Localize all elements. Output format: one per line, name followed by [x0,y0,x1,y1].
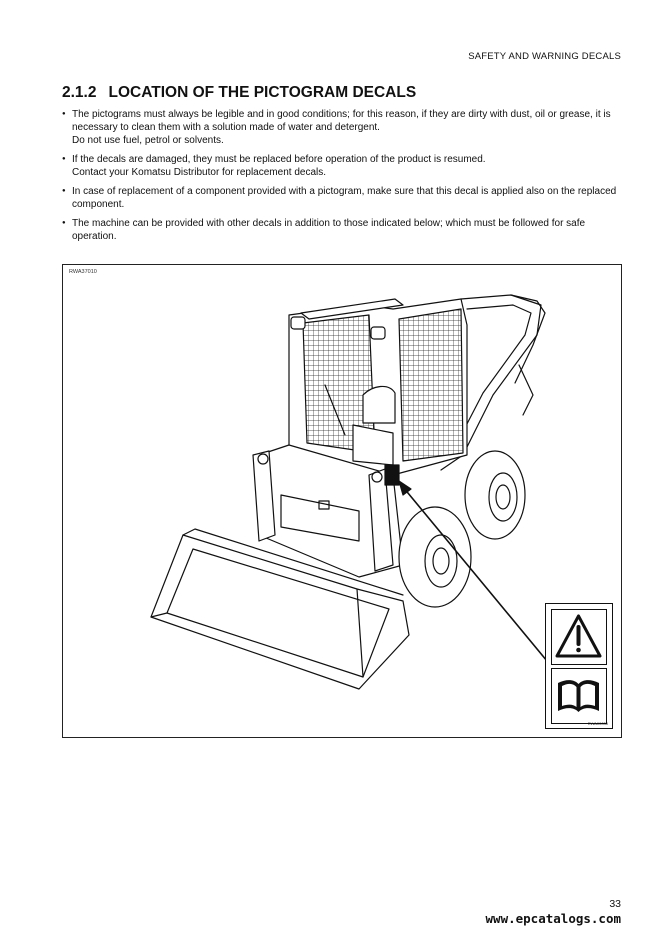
bullet-item: In case of replacement of a component pr… [62,185,624,211]
cab [288,298,468,476]
running-header: SAFETY AND WARNING DECALS [468,51,621,62]
decal-code: RWA00030 [587,721,608,726]
bullet-line: If the decals are damaged, they must be … [72,154,486,165]
warning-decal [551,609,607,665]
bullet-line: The pictograms must always be legible an… [72,109,611,133]
bullet-item: If the decals are damaged, they must be … [62,153,624,179]
decal-panel: RWA00030 [545,603,613,729]
bullet-line: The machine can be provided with other d… [72,218,586,242]
bucket [150,528,410,690]
bullet-line: Contact your Komatsu Distributor for rep… [72,167,326,178]
machine-figure: RWA37010 [62,264,622,738]
page-number: 33 [609,898,621,910]
warning-triangle-icon [555,614,602,658]
rear-wheel [464,450,526,540]
bullet-list: The pictograms must always be legible an… [62,108,624,249]
section-title: 2.1.2 LOCATION OF THE PICTOGRAM DECALS [62,84,416,102]
bullet-line: In case of replacement of a component pr… [72,186,617,210]
manual-book-icon [558,680,599,712]
front-wheel [398,506,472,608]
section-title-text: LOCATION OF THE PICTOGRAM DECALS [108,84,417,101]
figure-code: RWA37010 [69,269,97,275]
section-number: 2.1.2 [62,84,97,101]
manual-decal [551,668,607,724]
loader-frame [252,444,404,578]
decal-location-marker [384,464,400,486]
bullet-item: The machine can be provided with other d… [62,217,624,243]
watermark: www.epcatalogs.com [485,911,621,926]
skid-steer-loader-illustration [150,294,548,690]
bullet-line: Do not use fuel, petrol or solvents. [72,135,224,146]
bullet-item: The pictograms must always be legible an… [62,108,624,147]
leader-arrow [398,480,548,662]
